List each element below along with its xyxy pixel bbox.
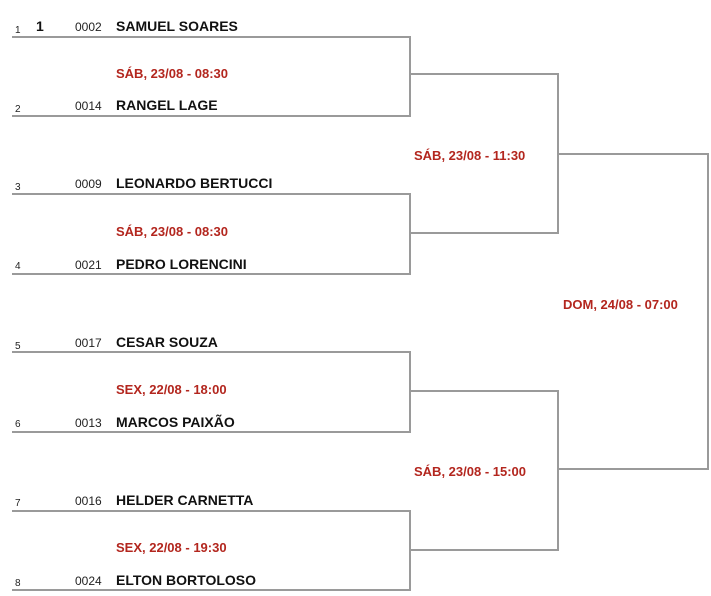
player-name[interactable]: SAMUEL SOARES [116, 18, 238, 34]
final-match-time: DOM, 24/08 - 07:00 [563, 297, 678, 312]
bracket-line [557, 153, 709, 155]
match-time: SEX, 22/08 - 18:00 [116, 382, 227, 397]
position-number: 2 [15, 104, 21, 115]
match-time: SÁB, 23/08 - 15:00 [414, 464, 527, 479]
bracket-connector [409, 36, 411, 117]
bracket-line [409, 73, 559, 75]
bracket-line [12, 510, 411, 512]
bracket-line [409, 549, 559, 551]
bracket-connector [409, 193, 411, 275]
bracket-connector [557, 390, 559, 551]
player-code: 0024 [75, 574, 102, 588]
position-number: 8 [15, 578, 21, 589]
player-name[interactable]: MARCOS PAIXÃO [116, 414, 235, 430]
bracket-connector [409, 351, 411, 433]
position-number: 3 [15, 182, 21, 193]
bracket-line [409, 232, 559, 234]
player-name[interactable]: CESAR SOUZA [116, 334, 218, 350]
bracket-line [12, 431, 411, 433]
seed-number: 1 [36, 18, 44, 34]
player-name[interactable]: ELTON BORTOLOSO [116, 572, 257, 588]
bracket-line [12, 193, 411, 195]
player-code: 0009 [75, 177, 102, 191]
bracket-line [12, 589, 411, 591]
player-code: 0002 [75, 20, 102, 34]
position-number: 6 [15, 419, 21, 430]
match-time: SÁB, 23/08 - 08:30 [116, 66, 229, 81]
match-time: SÁB, 23/08 - 08:30 [116, 224, 229, 239]
player-name[interactable]: RANGEL LAGE [116, 97, 218, 113]
player-name[interactable]: LEONARDO BERTUCCI [116, 175, 273, 191]
match-time: SEX, 22/08 - 19:30 [116, 540, 227, 555]
position-number: 4 [15, 261, 21, 272]
position-number: 7 [15, 498, 21, 509]
player-name[interactable]: PEDRO LORENCINI [116, 256, 247, 272]
bracket-connector [707, 153, 709, 470]
player-code: 0014 [75, 99, 102, 113]
player-code: 0017 [75, 336, 102, 350]
position-number: 1 [15, 25, 21, 36]
player-code: 0021 [75, 258, 102, 272]
player-code: 0016 [75, 494, 102, 508]
position-number: 5 [15, 341, 21, 352]
bracket-line [12, 351, 411, 353]
bracket-line [12, 273, 411, 275]
bracket-line [12, 36, 411, 38]
player-name[interactable]: HELDER CARNETTA [116, 492, 254, 508]
match-time: SÁB, 23/08 - 11:30 [414, 148, 526, 163]
bracket-line [409, 390, 559, 392]
bracket-line [12, 115, 411, 117]
player-code: 0013 [75, 416, 102, 430]
bracket-line [557, 468, 709, 470]
